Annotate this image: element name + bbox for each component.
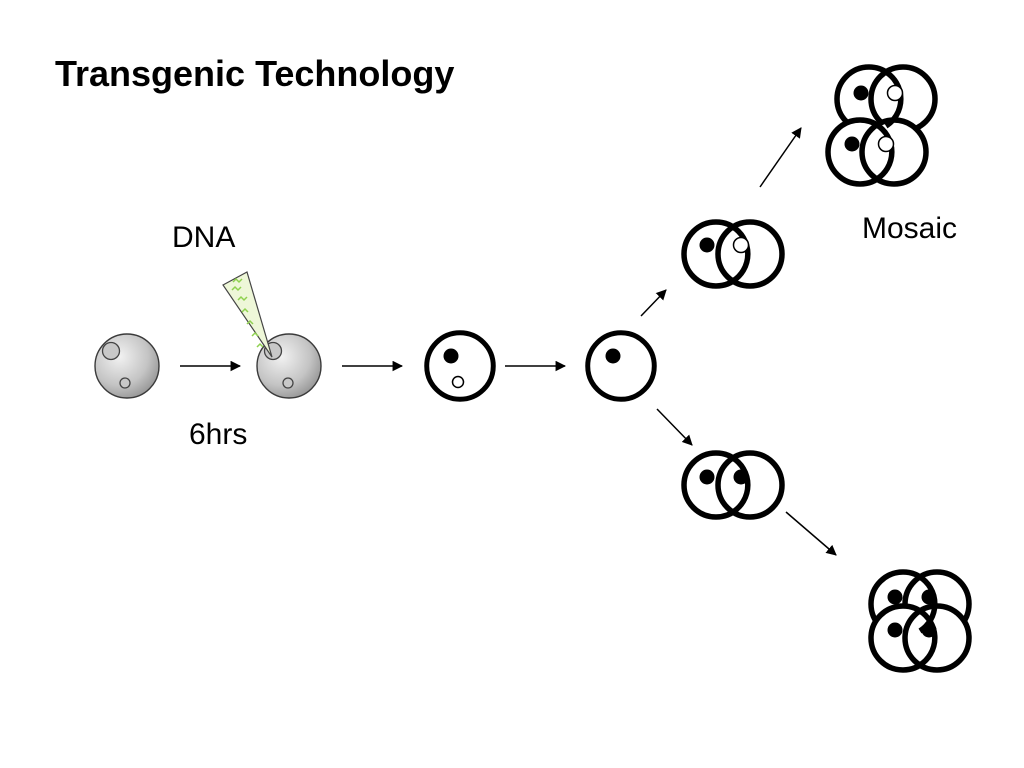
egg-body bbox=[94, 333, 160, 399]
mosaic-label: Mosaic bbox=[862, 212, 957, 245]
arrow-to-mosaic-two-cell bbox=[640, 289, 667, 317]
transgenic-nucleus bbox=[887, 622, 903, 638]
transgenic-nucleus bbox=[699, 237, 715, 253]
cell-outline bbox=[424, 330, 496, 402]
pronucleus-female bbox=[282, 377, 294, 389]
injection-needle-icon bbox=[222, 271, 273, 358]
arrow-to-transgenic-two-cell bbox=[656, 408, 693, 446]
non-transgenic-nucleus bbox=[732, 236, 750, 254]
transgenic-nucleus bbox=[699, 469, 715, 485]
transgenic-nucleus bbox=[921, 589, 937, 605]
two-cell-embryo-mosaic bbox=[681, 219, 785, 289]
arrow-to-mosaic-four-cell bbox=[759, 127, 802, 188]
arrow-to-transgenic-four-cell bbox=[785, 511, 837, 556]
fertilized-egg bbox=[94, 333, 160, 399]
injected-egg bbox=[222, 271, 322, 399]
transgenic-nucleus bbox=[733, 469, 749, 485]
cell-outline bbox=[585, 330, 657, 402]
pronucleus-female bbox=[119, 377, 131, 389]
non-transgenic-nucleus bbox=[877, 135, 895, 153]
pronucleus-male bbox=[101, 341, 121, 361]
one-cell-two-pronuclei bbox=[424, 330, 496, 402]
pronucleus bbox=[451, 375, 465, 389]
zygote bbox=[585, 330, 657, 402]
transgenic-nucleus bbox=[853, 85, 869, 101]
transgenic-pronucleus bbox=[443, 348, 459, 364]
transgenic-nucleus bbox=[921, 622, 937, 638]
transgenic-nucleus bbox=[844, 136, 860, 152]
transgenic-nucleus bbox=[605, 348, 621, 364]
slide-title: Transgenic Technology bbox=[55, 53, 454, 94]
dna-label: DNA bbox=[172, 221, 235, 254]
four-cell-embryo-transgenic bbox=[868, 569, 972, 673]
transgenic-nucleus bbox=[887, 589, 903, 605]
time-label: 6hrs bbox=[189, 418, 247, 451]
non-transgenic-nucleus bbox=[886, 84, 904, 102]
four-cell-embryo-mosaic bbox=[825, 64, 938, 187]
two-cell-embryo-transgenic bbox=[681, 450, 785, 520]
